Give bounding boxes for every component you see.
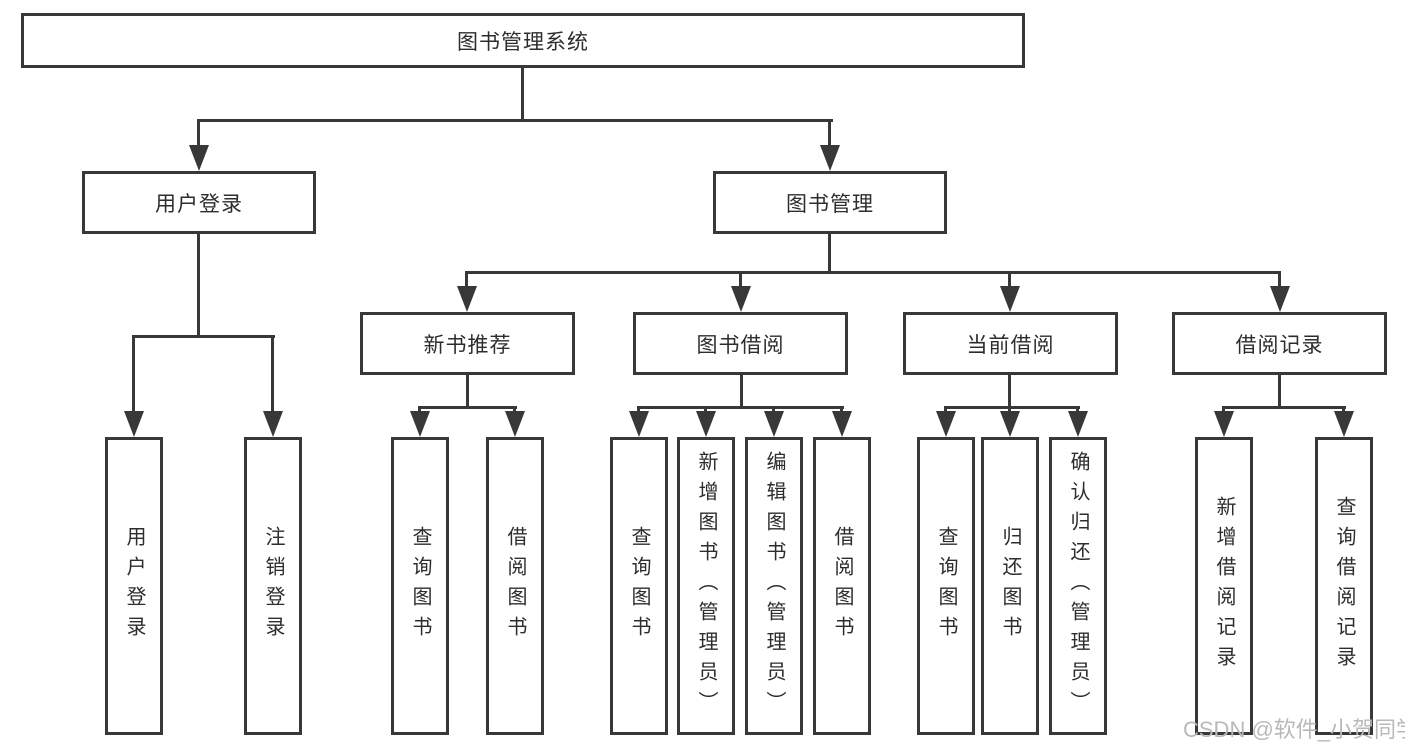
- node-current-borrow: 当前借阅: [903, 312, 1118, 375]
- leaf-record-add-record: 新增借阅记录: [1195, 437, 1253, 735]
- node-root: 图书管理系统: [21, 13, 1025, 68]
- arrow-down-icon: [124, 411, 144, 437]
- node-borrow-record: 借阅记录: [1172, 312, 1387, 375]
- connector-drop-leaf: [944, 406, 947, 414]
- leaf-borrow-add-book-admin: 新增图书（管理员）: [677, 437, 735, 735]
- connector-drop-borrow-record: [1278, 271, 1281, 291]
- arrow-down-icon: [263, 411, 283, 437]
- leaf-recommend-borrow-book-label: 借阅图书: [504, 526, 526, 646]
- leaf-borrow-edit-book-admin-label: 编辑图书（管理员）: [763, 451, 785, 721]
- leaf-recommend-borrow-book: 借阅图书: [486, 437, 544, 735]
- connector-drop-leaf: [840, 406, 843, 414]
- arrow-down-icon: [696, 411, 716, 437]
- connector-current-trunk: [1008, 375, 1011, 409]
- connector-root-trunk: [521, 68, 524, 119]
- leaf-logout-label: 注销登录: [262, 526, 284, 646]
- arrow-down-icon: [1000, 411, 1020, 437]
- leaf-current-query-book: 查询图书: [917, 437, 975, 735]
- node-root-label: 图书管理系统: [457, 30, 589, 54]
- arrow-down-icon: [1000, 286, 1020, 312]
- leaf-borrow-edit-book-admin: 编辑图书（管理员）: [745, 437, 803, 735]
- connector-drop-book-borrow: [739, 271, 742, 291]
- leaf-record-query-record: 查询借阅记录: [1315, 437, 1373, 735]
- connector-recommend-rail: [418, 406, 517, 409]
- connector-drop-leaf: [1076, 406, 1079, 414]
- connector-level2-rail: [197, 119, 833, 122]
- connector-drop-leaf: [132, 335, 135, 413]
- connector-recommend-trunk: [466, 375, 469, 409]
- leaf-current-confirm-return-admin: 确认归还（管理员）: [1049, 437, 1107, 735]
- connector-book-management-trunk: [828, 234, 831, 274]
- arrow-down-icon: [832, 411, 852, 437]
- connector-drop-leaf: [1008, 406, 1011, 414]
- arrow-down-icon: [505, 411, 525, 437]
- arrow-down-icon: [1214, 411, 1234, 437]
- arrow-down-icon: [764, 411, 784, 437]
- node-book-management: 图书管理: [713, 171, 947, 234]
- arrow-down-icon: [629, 411, 649, 437]
- arrow-down-icon: [731, 286, 751, 312]
- node-user-login-label: 用户登录: [155, 192, 243, 216]
- connector-drop-leaf: [418, 406, 421, 414]
- node-user-login: 用户登录: [82, 171, 316, 234]
- arrow-down-icon: [1270, 286, 1290, 312]
- leaf-borrow-borrow-book: 借阅图书: [813, 437, 871, 735]
- leaf-current-return-book: 归还图书: [981, 437, 1039, 735]
- leaf-borrow-borrow-book-label: 借阅图书: [831, 526, 853, 646]
- arrow-down-icon: [936, 411, 956, 437]
- leaf-user-login: 用户登录: [105, 437, 163, 735]
- arrow-down-icon: [820, 145, 840, 171]
- node-new-book-recommend: 新书推荐: [360, 312, 575, 375]
- leaf-user-login-label: 用户登录: [123, 526, 145, 646]
- leaf-recommend-query-book-label: 查询图书: [409, 526, 431, 646]
- node-borrow-record-label: 借阅记录: [1235, 333, 1324, 357]
- connector-drop-user-login: [197, 119, 200, 147]
- connector-borrow-rail: [637, 406, 844, 409]
- connector-drop-new-book: [465, 271, 468, 291]
- node-book-management-label: 图书管理: [786, 192, 874, 216]
- connector-drop-book-management: [828, 119, 831, 147]
- connector-drop-leaf: [1342, 406, 1345, 414]
- connector-drop-leaf: [704, 406, 707, 414]
- connector-drop-leaf: [271, 335, 274, 413]
- connector-current-rail: [944, 406, 1080, 409]
- connector-user-login-rail: [132, 335, 275, 338]
- leaf-current-confirm-return-admin-label: 确认归还（管理员）: [1067, 451, 1089, 721]
- node-book-borrow-label: 图书借阅: [696, 333, 785, 357]
- leaf-recommend-query-book: 查询图书: [391, 437, 449, 735]
- leaf-record-query-record-label: 查询借阅记录: [1333, 496, 1355, 676]
- connector-drop-leaf: [772, 406, 775, 414]
- node-new-book-recommend-label: 新书推荐: [423, 333, 512, 357]
- connector-drop-leaf: [1222, 406, 1225, 414]
- arrow-down-icon: [1068, 411, 1088, 437]
- leaf-borrow-query-book-label: 查询图书: [628, 526, 650, 646]
- connector-user-login-trunk: [197, 234, 200, 335]
- arrow-down-icon: [410, 411, 430, 437]
- csdn-watermark: CSDN @软件_小贺同学: [1183, 717, 1405, 742]
- connector-borrow-trunk: [740, 375, 743, 409]
- connector-record-trunk: [1278, 375, 1281, 409]
- connector-record-rail: [1222, 406, 1346, 409]
- arrow-down-icon: [457, 286, 477, 312]
- leaf-logout: 注销登录: [244, 437, 302, 735]
- leaf-borrow-add-book-admin-label: 新增图书（管理员）: [695, 451, 717, 721]
- arrow-down-icon: [189, 145, 209, 171]
- arrow-down-icon: [1334, 411, 1354, 437]
- connector-level3-rail: [465, 271, 1281, 274]
- connector-drop-leaf: [637, 406, 640, 414]
- node-current-borrow-label: 当前借阅: [966, 333, 1055, 357]
- connector-drop-leaf: [513, 406, 516, 414]
- node-book-borrow: 图书借阅: [633, 312, 848, 375]
- leaf-borrow-query-book: 查询图书: [610, 437, 668, 735]
- leaf-current-query-book-label: 查询图书: [935, 526, 957, 646]
- leaf-record-add-record-label: 新增借阅记录: [1213, 496, 1235, 676]
- leaf-current-return-book-label: 归还图书: [999, 526, 1021, 646]
- connector-drop-current-borrow: [1008, 271, 1011, 291]
